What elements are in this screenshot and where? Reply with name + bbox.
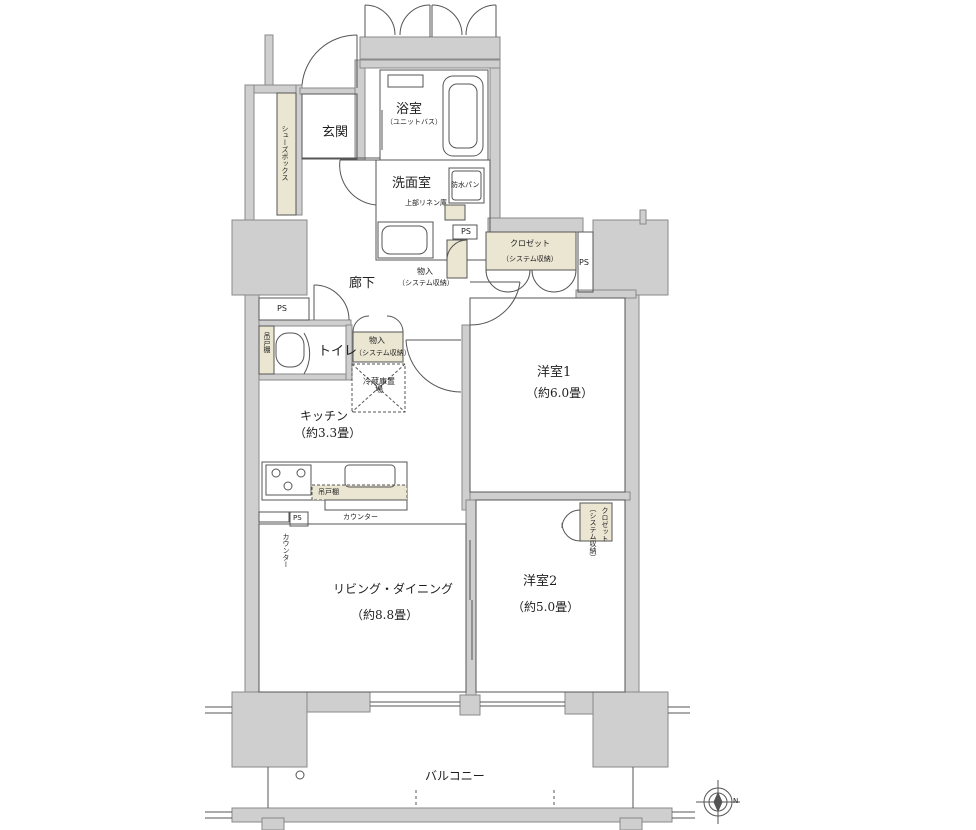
bath-note-label: （ユニットバス） bbox=[386, 118, 442, 126]
room-1-label: 洋室1 bbox=[537, 365, 572, 380]
wall bbox=[261, 817, 285, 830]
ps-box-4 bbox=[289, 511, 309, 527]
ps-box-3 bbox=[577, 231, 594, 293]
wall bbox=[244, 84, 255, 226]
closet-2 bbox=[579, 502, 613, 542]
ps-label-1: PS bbox=[461, 227, 471, 236]
ps-box-2 bbox=[258, 297, 310, 321]
wall bbox=[359, 59, 501, 69]
kitchen-label: キッチン bbox=[300, 409, 349, 423]
storage-1 bbox=[446, 239, 468, 279]
compass-north-label: N bbox=[733, 797, 739, 805]
wall bbox=[592, 219, 669, 296]
wall bbox=[461, 324, 471, 511]
storage-2 bbox=[352, 331, 404, 363]
wall bbox=[619, 817, 643, 830]
washing-machine-pan bbox=[448, 167, 485, 204]
room-2 bbox=[475, 499, 626, 693]
room-2-label: 洋室2 bbox=[523, 574, 558, 589]
wall bbox=[299, 691, 371, 713]
wall bbox=[345, 324, 353, 381]
closet-2-label: クロゼット bbox=[601, 507, 609, 542]
toilet-hanging-shelf bbox=[258, 325, 275, 375]
closet-1-label: クロゼット bbox=[510, 239, 550, 248]
fridge-label: 冷蔵庫置場 bbox=[363, 377, 395, 394]
wall bbox=[459, 694, 481, 716]
compass-icon bbox=[696, 780, 740, 824]
living-size-label: （約8.8畳） bbox=[351, 608, 419, 622]
bath-label: 浴室 bbox=[396, 102, 423, 117]
wall bbox=[592, 691, 669, 768]
storage-2-label: 物入 bbox=[369, 336, 385, 345]
toilet-label: トイレ bbox=[318, 344, 358, 359]
vanity bbox=[377, 221, 434, 259]
ps-label-4: PS bbox=[293, 514, 302, 522]
closet-2-note: （システム収納） bbox=[589, 505, 597, 561]
wall bbox=[264, 34, 274, 86]
storage-1-label: 物入 bbox=[417, 267, 433, 276]
toilet-hanging-shelf-label: 吊戸棚 bbox=[263, 332, 271, 353]
counter-label-1: カウンター bbox=[343, 513, 378, 521]
corridor-label: 廊下 bbox=[349, 276, 376, 291]
bathtub bbox=[442, 75, 484, 157]
wall bbox=[489, 59, 501, 221]
washroom-label: 洗面室 bbox=[392, 176, 432, 191]
wall bbox=[299, 87, 356, 95]
room-2-size-label: （約5.0畳） bbox=[512, 600, 580, 614]
stove bbox=[265, 464, 312, 496]
wall bbox=[231, 807, 673, 823]
washroom-area bbox=[375, 159, 491, 261]
wall bbox=[639, 209, 647, 225]
wall bbox=[231, 691, 308, 768]
kitchen-size-label: （約3.3畳） bbox=[294, 426, 362, 440]
ps-label-3: PS bbox=[579, 258, 589, 267]
wall bbox=[465, 499, 477, 706]
genkan-label: 玄関 bbox=[322, 125, 349, 140]
linen-shelf bbox=[444, 204, 466, 221]
ps-box-1 bbox=[452, 224, 478, 240]
counter-label-2: カウンター bbox=[282, 533, 290, 568]
sink bbox=[344, 464, 396, 488]
room-1 bbox=[469, 297, 626, 493]
shoes-box-label: シューズボックス bbox=[281, 125, 289, 181]
balcony-label: バルコニー bbox=[425, 769, 485, 783]
toilet-fixture bbox=[275, 332, 305, 368]
room-1-size-label: （約6.0畳） bbox=[526, 386, 594, 400]
closet-1-note: （システム収納） bbox=[502, 255, 558, 263]
living-label: リビング・ダイニング bbox=[333, 582, 454, 596]
storage-1-note: （システム収納） bbox=[398, 279, 454, 287]
counter-bar bbox=[324, 499, 408, 511]
storage-2-note: （システム収納） bbox=[355, 349, 411, 357]
fridge-space bbox=[351, 363, 406, 413]
wall bbox=[295, 84, 303, 216]
waterproof-pan-label: 防水パン bbox=[451, 181, 480, 189]
ps-label-2: PS bbox=[277, 304, 287, 313]
wall bbox=[575, 289, 637, 299]
linen-label: 上部リネン庫 bbox=[405, 199, 447, 207]
shoes-box bbox=[276, 92, 297, 216]
living-dining bbox=[258, 523, 467, 693]
genkan-area bbox=[301, 93, 358, 160]
wall bbox=[487, 217, 584, 233]
closet-1 bbox=[485, 231, 577, 271]
kitchen-hanging-shelf-label: 吊戸棚 bbox=[318, 488, 339, 496]
wall bbox=[469, 491, 631, 501]
wall bbox=[258, 373, 352, 381]
living-counter bbox=[258, 511, 290, 523]
wall bbox=[359, 36, 501, 60]
wall bbox=[258, 319, 352, 327]
wall bbox=[231, 219, 308, 296]
